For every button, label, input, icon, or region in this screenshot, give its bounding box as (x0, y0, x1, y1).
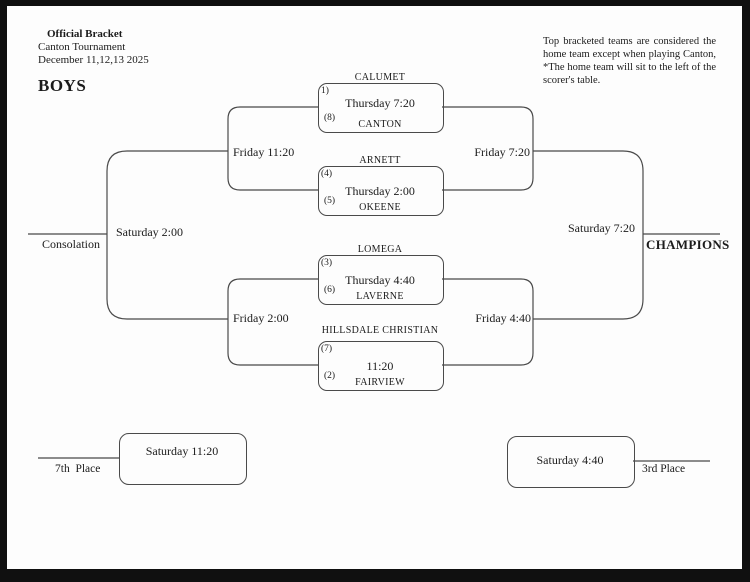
game1-seed-top: 1) (321, 86, 329, 96)
semi-right-top-connector (442, 106, 534, 191)
game1-team-bottom: CANTON (358, 119, 402, 130)
semi-right-bottom-connector (442, 278, 534, 366)
game3-team-top: LOMEGA (357, 244, 403, 255)
round-label-friday-200: Friday 2:00 (233, 311, 289, 325)
championship-bracket-connector (533, 150, 644, 320)
game2-box (318, 166, 444, 216)
game1-seed-bottom: (8) (324, 113, 336, 123)
game1-box (318, 83, 444, 133)
game4-time: 11:20 (366, 359, 394, 373)
semi-left-top-connector (227, 106, 318, 191)
page-title: Official Bracket (47, 28, 123, 40)
seventh-place-box (119, 433, 247, 485)
third-place-time: Saturday 4:40 (536, 453, 604, 467)
round-label-saturday-720: Saturday 7:20 (568, 221, 635, 235)
game4-team-top: HILLSDALE CHRISTIAN (321, 325, 439, 336)
game2-team-top: ARNETT (359, 155, 401, 166)
champions-label: CHAMPIONS (646, 237, 730, 252)
game4-team-bottom: FAIRVIEW (355, 377, 405, 388)
game1-team-top: CALUMET (354, 72, 406, 83)
game1-time: Thursday 7:20 (345, 96, 415, 110)
game4-seed-top: (7) (321, 344, 333, 354)
game2-time: Thursday 2:00 (345, 184, 415, 198)
tournament-name: Canton Tournament (38, 41, 126, 53)
game2-seed-bottom: (5) (324, 196, 336, 206)
round-label-friday-1120: Friday 11:20 (233, 145, 295, 159)
seventh-place-label: 7th Place (55, 463, 101, 475)
round-label-friday-440: Friday 4:40 (475, 311, 531, 325)
game2-team-bottom: OKEENE (359, 202, 401, 213)
round-label-friday-720: Friday 7:20 (474, 145, 530, 159)
round-label-saturday-200: Saturday 2:00 (116, 225, 183, 239)
game4-box (318, 341, 444, 391)
third-place-label: 3rd Place (642, 463, 686, 475)
home-team-note: Top bracketed teams are considered the h… (543, 36, 716, 86)
seventh-place-time: Saturday 11:20 (145, 444, 219, 458)
game3-team-bottom: LAVERNE (356, 291, 404, 302)
game3-time: Thursday 4:40 (345, 273, 415, 287)
semi-left-bottom-connector (227, 278, 318, 366)
game3-seed-bottom: (6) (324, 285, 336, 295)
game3-seed-top: (3) (321, 258, 333, 268)
game3-box (318, 255, 444, 305)
bracket-page (7, 6, 742, 569)
third-place-box (507, 436, 635, 488)
game4-seed-bottom: (2) (324, 371, 336, 381)
consolation-bracket-connector (106, 150, 228, 320)
consolation-label: Consolation (42, 237, 101, 251)
game2-seed-top: (4) (321, 169, 333, 179)
division-title: BOYS (38, 76, 87, 95)
tournament-dates: December 11,12,13 2025 (38, 54, 149, 66)
